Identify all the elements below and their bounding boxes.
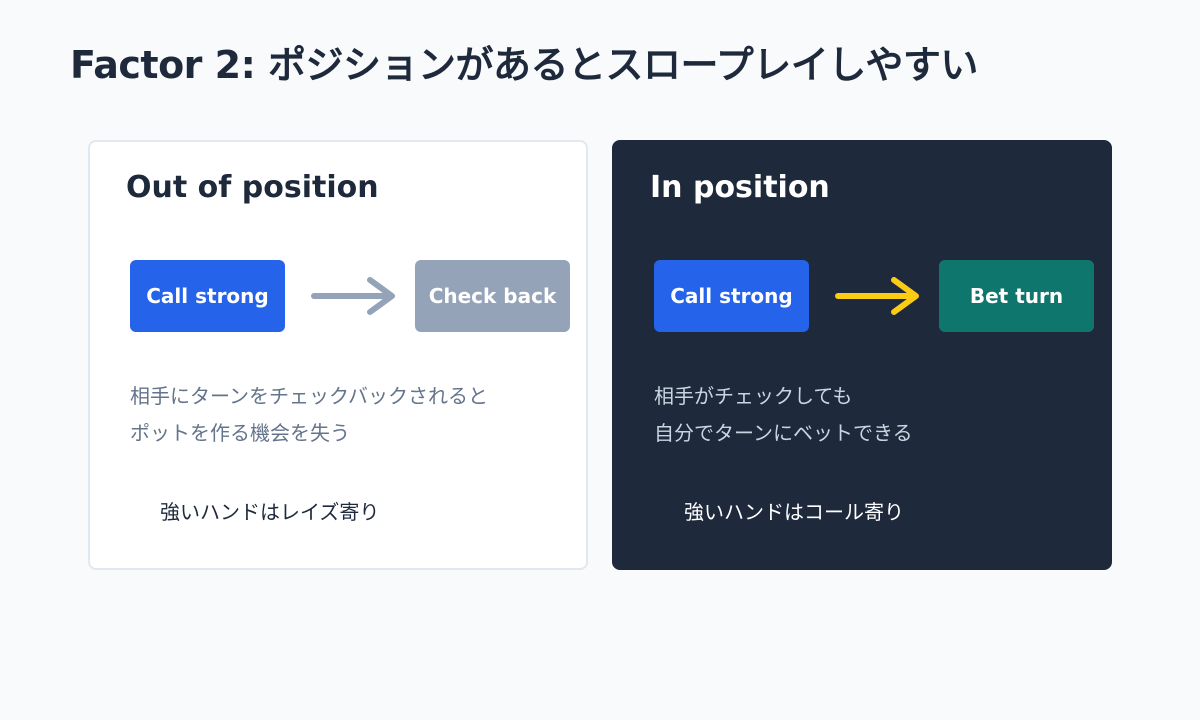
description-line: 相手がチェックしても — [654, 384, 853, 408]
right-arrow-icon — [835, 277, 919, 315]
bet-turn-box: Bet turn — [939, 260, 1094, 332]
page-title: Factor 2: ポジションがあるとスロープレイしやすい — [70, 43, 978, 87]
out-of-position-card: Out of position Call strong Check back 相… — [88, 140, 588, 570]
card-note: 強いハンドはコール寄り — [684, 500, 904, 524]
card-title: In position — [650, 170, 830, 205]
check-back-box: Check back — [415, 260, 570, 332]
in-position-card: In position Call strong Bet turn 相手がチェック… — [612, 140, 1112, 570]
card-note: 強いハンドはレイズ寄り — [160, 500, 380, 524]
description-line: 相手にターンをチェックバックされると — [130, 384, 488, 408]
call-strong-box: Call strong — [130, 260, 285, 332]
description-line: 自分でターンにベットできる — [654, 421, 913, 445]
card-title: Out of position — [126, 170, 379, 205]
card-description: 相手がチェックしても 自分でターンにベットできる — [654, 378, 913, 452]
description-line: ポットを作る機会を失う — [130, 421, 350, 445]
right-arrow-icon — [311, 277, 395, 315]
call-strong-box: Call strong — [654, 260, 809, 332]
card-description: 相手にターンをチェックバックされると ポットを作る機会を失う — [130, 378, 488, 452]
